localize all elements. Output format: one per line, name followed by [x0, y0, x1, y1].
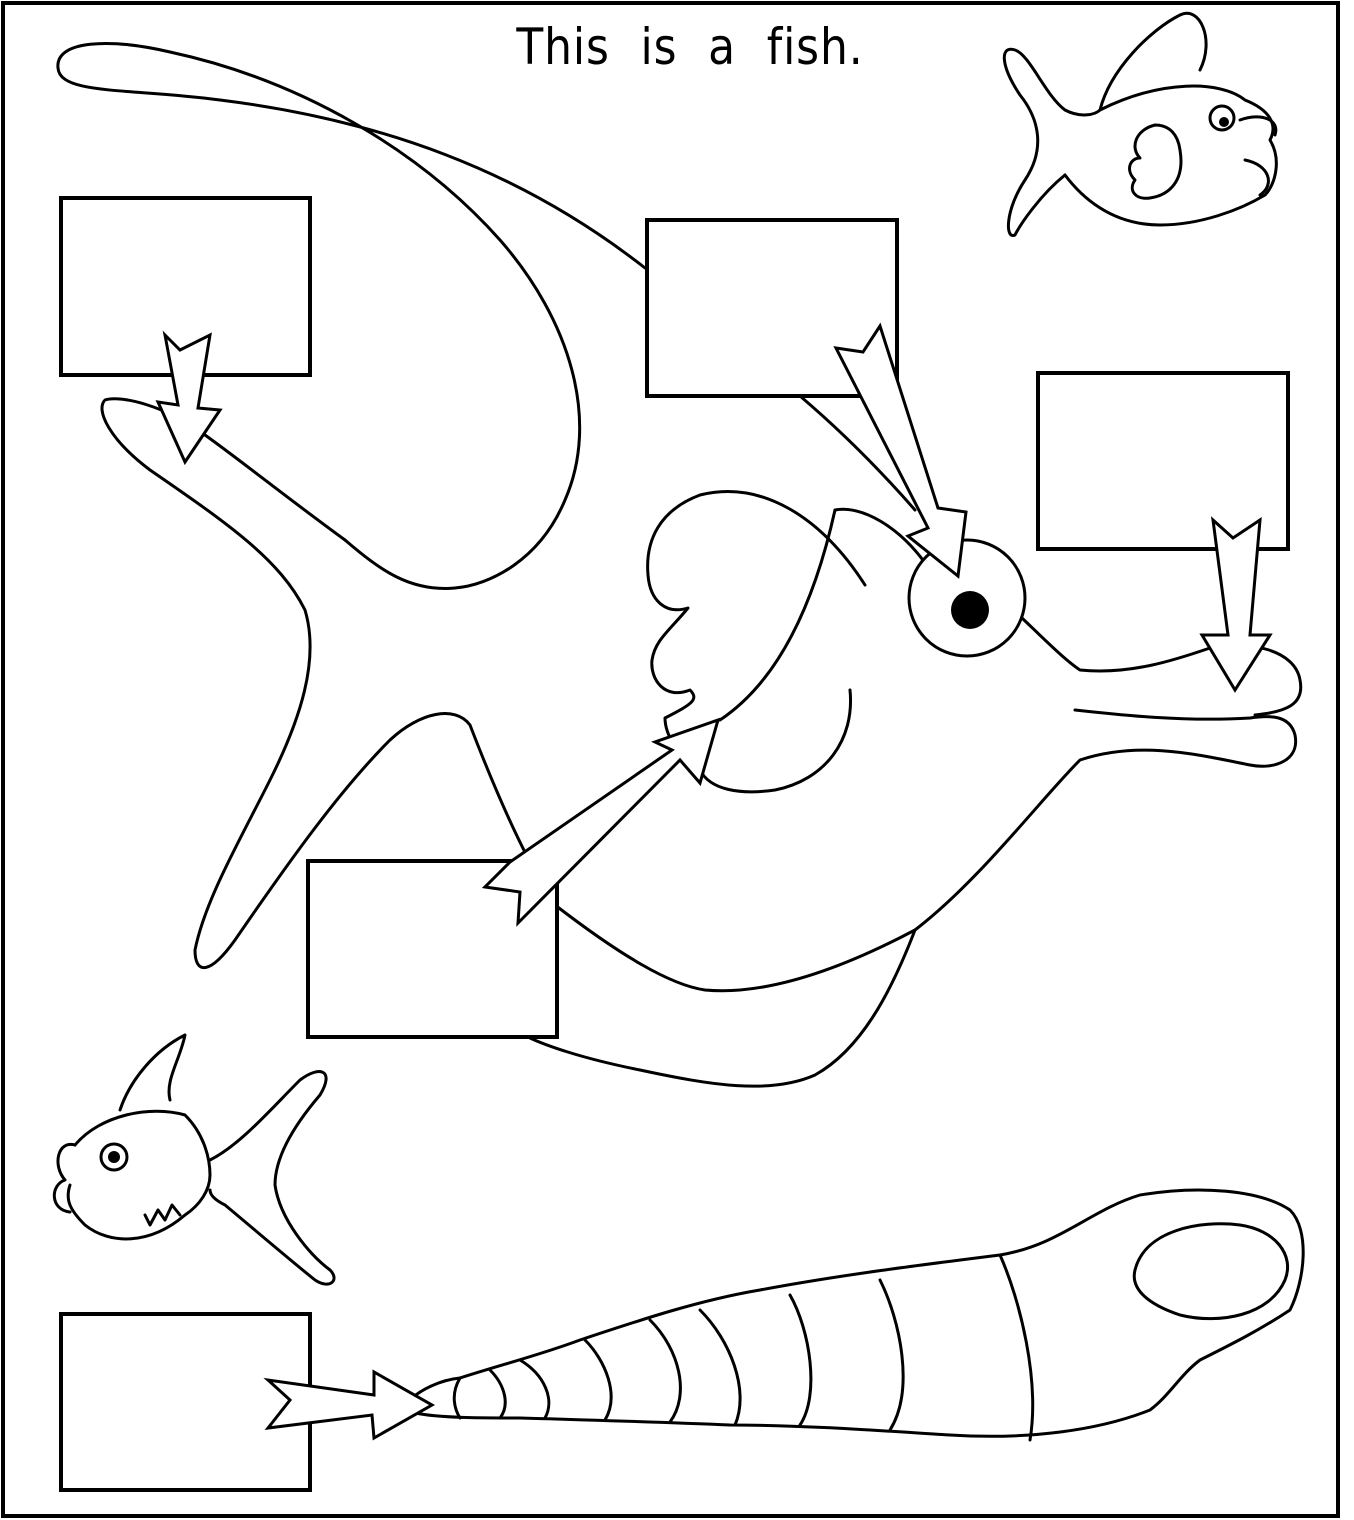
label-box-shell[interactable] — [59, 1312, 312, 1492]
label-box-tail[interactable] — [59, 196, 312, 377]
big-fish-illustration — [56, 42, 1303, 1088]
arrow-right-icon — [263, 1369, 436, 1441]
shell-illustration — [408, 1188, 1305, 1442]
small-fish-bottom-left-illustration — [52, 1033, 336, 1286]
small-fish-top-right-illustration — [1002, 11, 1278, 237]
arrow-up-right-icon — [481, 717, 721, 927]
arrow-down-icon — [155, 330, 223, 466]
page-title: This is a fish. — [516, 18, 864, 76]
arrow-down-right-icon — [833, 322, 968, 579]
label-box-mouth[interactable] — [1036, 371, 1290, 551]
arrow-down-icon — [1199, 516, 1273, 693]
